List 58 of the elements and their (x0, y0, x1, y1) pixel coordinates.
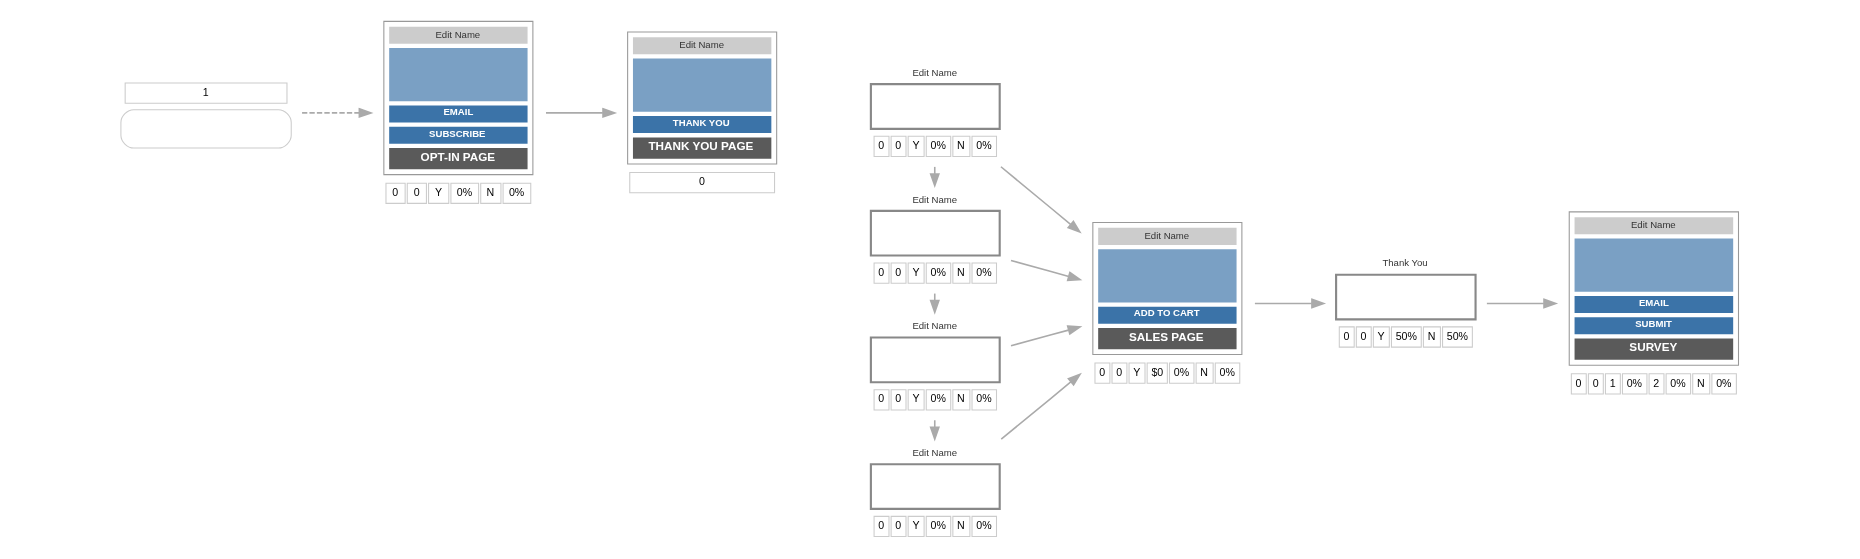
node-label: 50% (1446, 329, 1468, 342)
node-label: Y (1132, 365, 1140, 378)
node-label: 0 (877, 265, 884, 278)
node-label: 0 (894, 519, 901, 532)
node-label: Edit Name (911, 66, 957, 78)
node-label: 0% (930, 392, 946, 405)
node-label: N (1696, 376, 1705, 389)
node-label: Y (911, 139, 919, 152)
node-label: Y (1377, 329, 1385, 342)
node-label: 50% (1395, 329, 1417, 342)
node-label: 0% (1715, 376, 1731, 389)
node-label: 0% (1219, 365, 1235, 378)
node-label: $0 (1150, 365, 1163, 378)
node-label: 0 (894, 265, 901, 278)
node-label: 2 (1652, 376, 1659, 389)
node-label: Edit Name (911, 446, 957, 458)
node-label: N (956, 392, 965, 405)
node-label: N (956, 265, 965, 278)
node-label: 0% (930, 139, 946, 152)
node-label: 0 (877, 139, 884, 152)
node-label: 0 (1098, 365, 1105, 378)
node-label: N (1199, 365, 1208, 378)
node-label: 0 (894, 139, 901, 152)
node-label: 0% (975, 519, 992, 532)
node-label: Edit Name (911, 320, 957, 332)
node-label: 0 (698, 175, 705, 188)
node-label: 0 (1592, 376, 1599, 389)
node-label: Y (911, 265, 919, 278)
node-label: 0 (1360, 329, 1366, 342)
node-label: 0% (975, 392, 992, 405)
node-label: 0% (1173, 365, 1189, 378)
node-label: 0% (508, 185, 524, 198)
node-label: 0% (975, 139, 992, 152)
node-label: 0% (456, 185, 472, 198)
node-label: Y (911, 392, 919, 405)
node-label: 0 (1575, 376, 1582, 389)
node-label: N (956, 519, 965, 532)
node-label: 0% (930, 519, 946, 532)
node-label: Edit Name (911, 193, 957, 205)
node-label: 0 (391, 185, 398, 198)
node-label: 0 (877, 392, 884, 405)
node-label: Y (434, 185, 442, 198)
node-label: 0 (1343, 329, 1349, 342)
node-label: 1 (202, 85, 209, 98)
node-label: 0% (930, 265, 946, 278)
node-label: N (486, 185, 494, 198)
node-label: 0 (1115, 365, 1122, 378)
node-label: 0 (413, 185, 420, 198)
node-label: 0 (894, 392, 901, 405)
node-label: N (1427, 329, 1435, 342)
node-label: 1 (1609, 376, 1616, 389)
node-label: Y (911, 519, 919, 532)
node-label: 0% (1626, 376, 1642, 389)
node-label: Thank You (1381, 257, 1428, 269)
node-label: 0% (975, 265, 992, 278)
node-label: 0% (1669, 376, 1686, 389)
node-label: N (956, 139, 965, 152)
node-label: 0 (877, 519, 884, 532)
